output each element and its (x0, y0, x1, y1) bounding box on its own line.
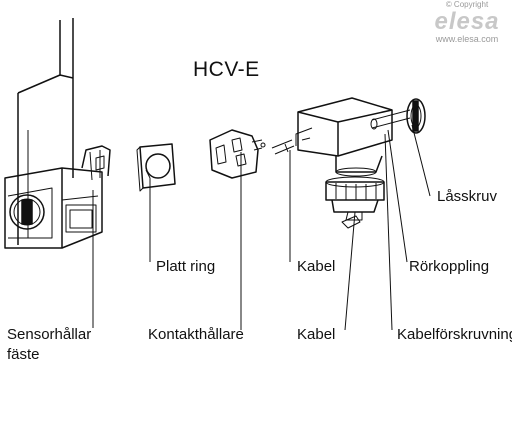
label-sensor-holder-line1: Sensorhållar (7, 326, 92, 343)
housing-part (295, 97, 393, 157)
label-cable-bottom: Kabel (297, 326, 336, 343)
label-pipe-coupling: Rörkoppling (409, 258, 490, 275)
brand-url: www.elesa.com (435, 34, 499, 44)
brand-logo-text: elesa (434, 8, 500, 35)
label-sensor-holder-line2: fäste (7, 346, 40, 363)
label-contact-holder: Kontakthållare (148, 326, 244, 343)
diagram-title: HCV-E (193, 58, 260, 81)
leader-lines (92, 124, 431, 331)
contact-holder-part (209, 129, 266, 179)
sensor-holder-bracket (17, 18, 74, 245)
label-cable-top: Kabel (297, 258, 336, 275)
lock-screw-part (370, 98, 426, 134)
flat-ring-part (136, 143, 176, 192)
cable-top-part (271, 139, 295, 155)
label-cable-gland: Kabelförskruvning (397, 326, 512, 343)
cable-gland-part (325, 155, 385, 229)
label-flat-ring: Platt ring (156, 258, 216, 275)
sensor-connector (81, 145, 111, 181)
elesa-logo: © Copyright elesa www.elesa.com (430, 0, 504, 45)
sensor-block (4, 167, 103, 249)
copyright-text: © Copyright (445, 0, 489, 9)
label-lock-screw: Låsskruv (437, 188, 498, 205)
